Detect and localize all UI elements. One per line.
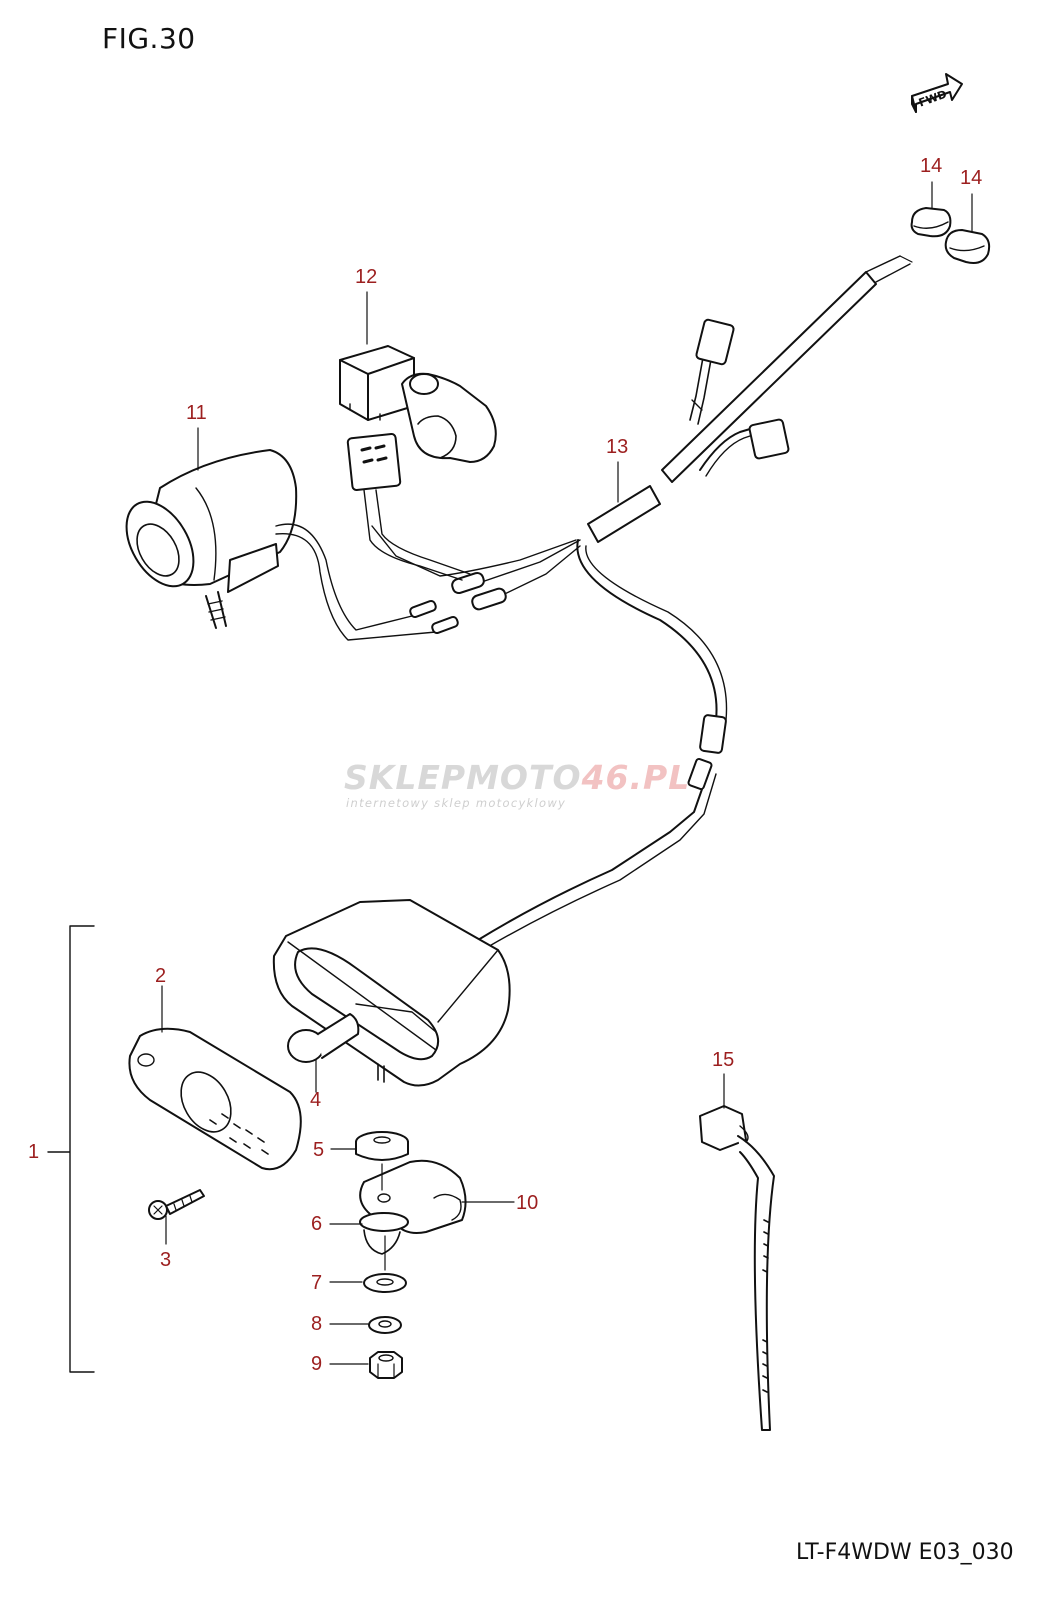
figure-code: LT-F4WDW E03_030 (796, 1540, 1014, 1565)
callout-6: 6 (311, 1213, 322, 1235)
fwd-label: FWD (917, 88, 948, 110)
fwd-arrow-icon: FWD (911, 73, 963, 113)
part-3-screw (148, 1189, 205, 1220)
part-7-washer (363, 1273, 407, 1293)
callout-5: 5 (313, 1139, 324, 1161)
part-14-cap-a (910, 207, 952, 238)
part-13-wiring-harness (371, 255, 913, 949)
callout-14-b: 14 (960, 167, 982, 189)
watermark-brand-accent: 46.PL (581, 758, 691, 797)
part-5-grommet (355, 1131, 409, 1161)
callout-11: 11 (186, 402, 207, 424)
part-11-lamp-unit (125, 449, 459, 641)
callout-12: 12 (355, 266, 377, 288)
part-4-bulb (287, 1013, 360, 1063)
callout-13: 13 (606, 436, 628, 458)
callout-15: 15 (712, 1049, 734, 1071)
watermark: SKLEPMOTO46.PL internetowy sklep motocyk… (344, 758, 704, 811)
callout-2: 2 (155, 965, 166, 987)
figure-title: FIG.30 (102, 22, 196, 55)
callout-7: 7 (311, 1272, 322, 1294)
part-2-lens (128, 1027, 302, 1171)
part-8-washer (368, 1316, 402, 1334)
leader-lines (161, 181, 973, 1365)
part-1-tail-light-housing (272, 899, 511, 1087)
callout-8: 8 (311, 1313, 322, 1335)
callouts: 1 2 3 4 5 6 7 8 9 10 11 12 13 14 14 15 (28, 155, 982, 1375)
watermark-tagline: internetowy sklep motocyklowy (346, 796, 567, 810)
part-12-relay (339, 345, 497, 581)
callout-14-a: 14 (920, 155, 942, 177)
callout-10: 10 (516, 1192, 538, 1214)
part-9-nut (369, 1351, 403, 1379)
part-14-cap-b (944, 229, 991, 264)
part-6-collar (359, 1212, 409, 1255)
watermark-brand: SKLEPMOTO (344, 758, 582, 797)
callout-4: 4 (310, 1089, 321, 1111)
assembly-1-bracket (47, 925, 95, 1373)
callout-3: 3 (160, 1249, 171, 1271)
callout-1: 1 (28, 1141, 39, 1163)
part-15-cable-tie (699, 1105, 775, 1431)
callout-9: 9 (311, 1353, 322, 1375)
